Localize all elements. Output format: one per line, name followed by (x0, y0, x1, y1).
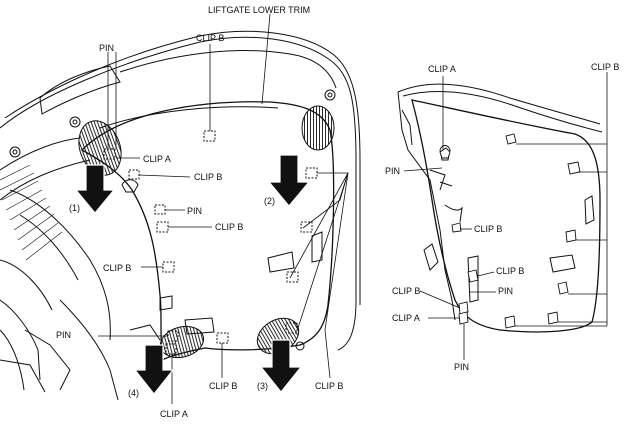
label-clip-a-bottom: CLIP A (160, 409, 188, 419)
step-label-4: (4) (128, 388, 139, 398)
label-clip-b-bottom: CLIP B (209, 381, 238, 391)
label-clip-b-mid2: CLIP B (215, 222, 244, 232)
label-right-clip-a-top: CLIP A (428, 64, 456, 74)
removal-arrow-1-icon (74, 164, 116, 214)
label-right-clip-b-top: CLIP B (591, 62, 620, 72)
diagram-title: LIFTGATE LOWER TRIM (208, 5, 311, 15)
liftgate-left-view (0, 13, 361, 404)
lower-trim-side-panel (411, 99, 601, 333)
removal-arrow-2-icon (267, 154, 311, 207)
label-clip-b-mid1: CLIP B (194, 172, 223, 182)
removal-arrow-3-icon (259, 339, 303, 393)
label-pin-low: PIN (56, 330, 72, 340)
liftgate-right-view (397, 72, 608, 360)
step-label-1: (1) (69, 203, 80, 213)
label-clip-a-mid: CLIP A (143, 154, 171, 164)
removal-arrow-4-icon (133, 344, 175, 395)
step-label-2: (2) (264, 196, 275, 206)
label-pin-mid: PIN (187, 206, 203, 216)
label-right-pin-bottom: PIN (454, 362, 470, 372)
step-label-3: (3) (257, 381, 268, 391)
label-clip-b-top: CLIP B (196, 33, 225, 43)
label-right-clip-b-left: CLIP B (392, 286, 421, 296)
label-clip-b-right-bottom: CLIP B (315, 381, 344, 391)
label-pin-top: PIN (99, 43, 115, 53)
lower-trim-panel (80, 101, 335, 362)
label-right-pin-low: PIN (498, 286, 514, 296)
label-right-pin-left: PIN (385, 166, 401, 176)
label-right-clip-b-mid: CLIP B (474, 224, 503, 234)
label-clip-b-left: CLIP B (103, 263, 132, 273)
label-right-clip-a-left: CLIP A (392, 313, 420, 323)
label-right-clip-b-low: CLIP B (496, 266, 525, 276)
